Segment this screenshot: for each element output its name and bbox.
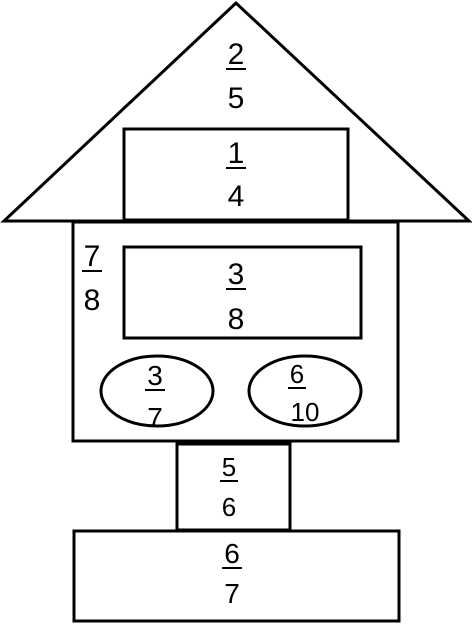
stem-denominator: 6 [222, 492, 236, 522]
base-rect [72, 529, 401, 623]
window-denominator: 8 [228, 303, 245, 336]
house-fraction: 7 8 [82, 240, 102, 317]
base-numerator: 6 [224, 538, 240, 569]
left-oval-numerator: 3 [147, 360, 163, 391]
left-oval-denominator: 7 [147, 402, 163, 433]
right-oval-denominator: 10 [291, 397, 320, 427]
roof-numerator: 2 [228, 38, 245, 71]
left-oval-fraction: 3 7 [145, 360, 165, 433]
house-numerator: 7 [84, 240, 101, 273]
chimney-fraction: 1 4 [226, 137, 246, 213]
stem-numerator: 5 [222, 452, 236, 482]
chimney-denominator: 4 [228, 180, 245, 213]
roof-inner-rect [122, 127, 350, 222]
house-body-rect [71, 220, 400, 443]
roof-fraction: 2 5 [226, 38, 246, 115]
house-denominator: 8 [84, 284, 101, 317]
window-numerator: 3 [228, 258, 245, 291]
left-oval [99, 354, 215, 428]
base-denominator: 7 [224, 578, 240, 609]
window-rect [122, 245, 363, 340]
stem-fraction: 5 6 [220, 452, 238, 522]
base-fraction: 6 7 [222, 538, 242, 609]
window-fraction: 3 8 [226, 258, 246, 336]
right-oval-fraction: 6 10 [288, 359, 319, 427]
chimney-numerator: 1 [228, 137, 245, 170]
right-oval [247, 354, 363, 428]
right-oval-numerator: 6 [290, 359, 304, 389]
roof-denominator: 5 [228, 82, 245, 115]
